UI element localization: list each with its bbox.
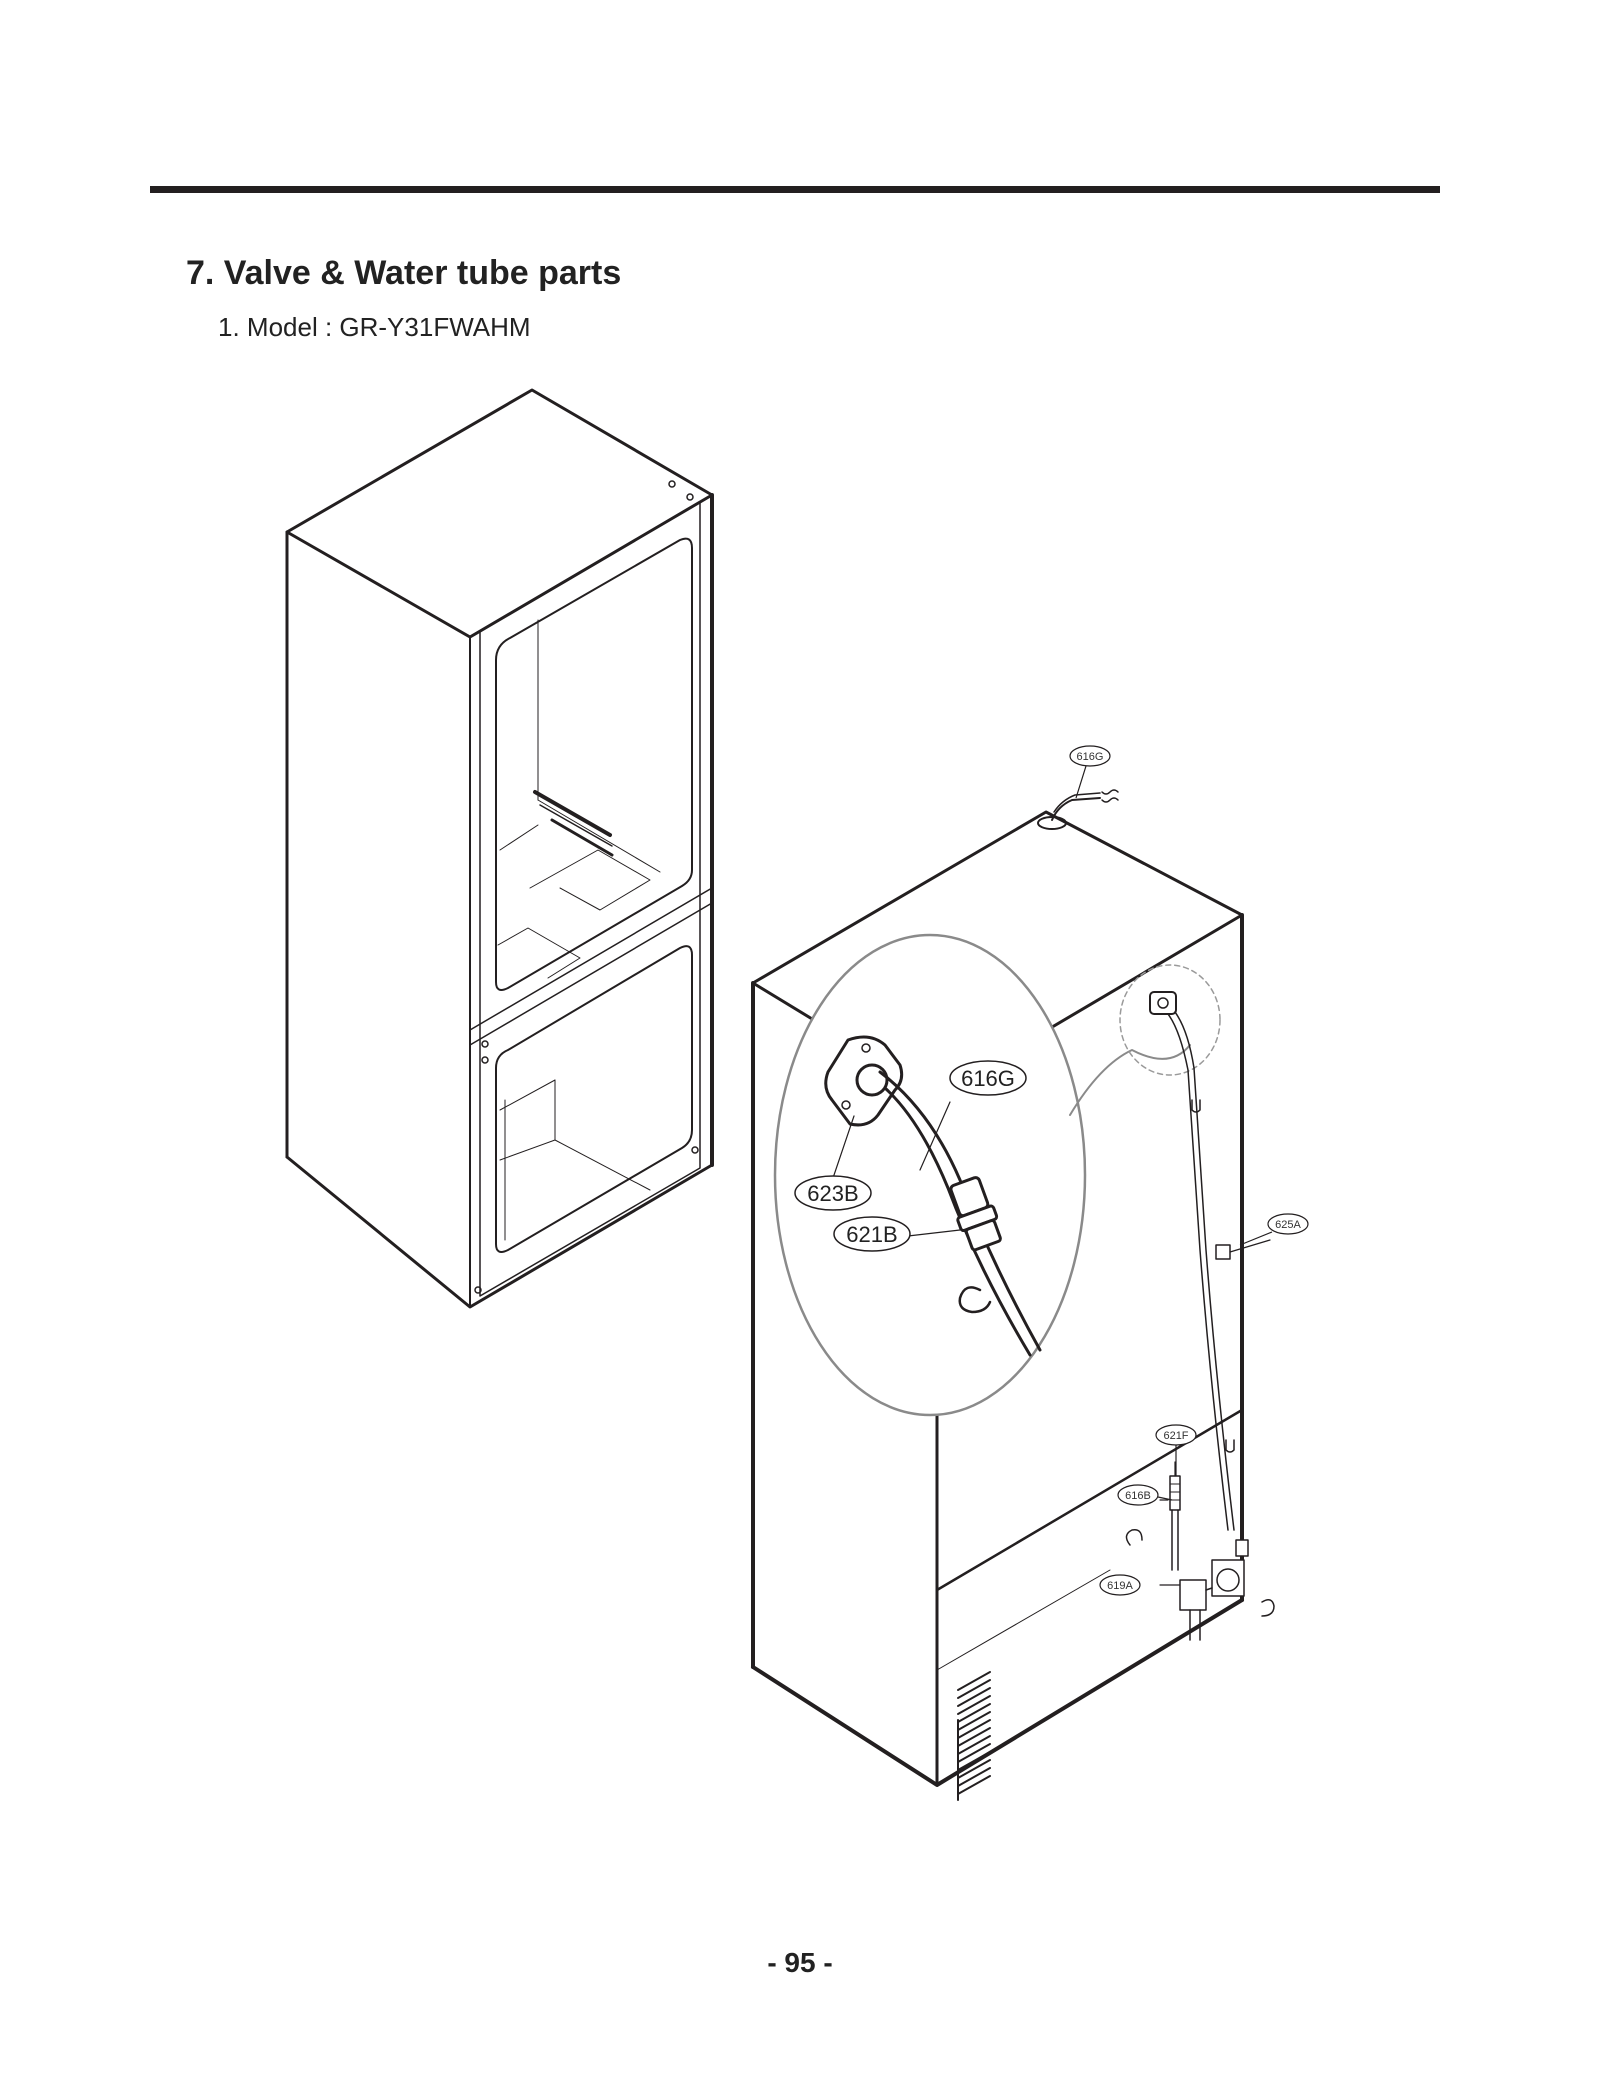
label-621b: 621B: [846, 1222, 897, 1247]
model-line: 1. Model : GR-Y31FWAHM: [218, 312, 531, 342]
label-623b: 623B: [807, 1181, 858, 1206]
callout-625a: 625A: [1239, 1213, 1309, 1246]
callout-619a: 619A: [1099, 1574, 1141, 1596]
valve-assembly: [1125, 1461, 1275, 1641]
vent-grille: [957, 1671, 991, 1801]
section-title: 7. Valve & Water tube parts: [186, 254, 622, 292]
label-625a: 625A: [1275, 1219, 1301, 1231]
callout-623b: 623B: [794, 1175, 872, 1211]
dashed-detail: [1119, 964, 1271, 1531]
detail-bubble: [773, 933, 1191, 1417]
page-number: - 95 -: [767, 1947, 833, 1978]
label-616g-zoom: 616G: [961, 1066, 1015, 1091]
callout-616g-zoom: 616G: [949, 1060, 1027, 1096]
label-621f: 621F: [1163, 1430, 1188, 1442]
header-rule: [150, 186, 1440, 193]
label-616g-top: 616G: [1077, 751, 1104, 763]
label-616b: 616B: [1125, 1490, 1151, 1502]
callout-621b: 621B: [833, 1216, 911, 1252]
callout-616b: 616B: [1117, 1484, 1173, 1506]
label-619a: 619A: [1107, 1580, 1133, 1592]
front-cabinet: [285, 388, 714, 1309]
callout-616g-top: 616G: [1069, 745, 1111, 799]
callout-621f: 621F: [1155, 1424, 1197, 1476]
